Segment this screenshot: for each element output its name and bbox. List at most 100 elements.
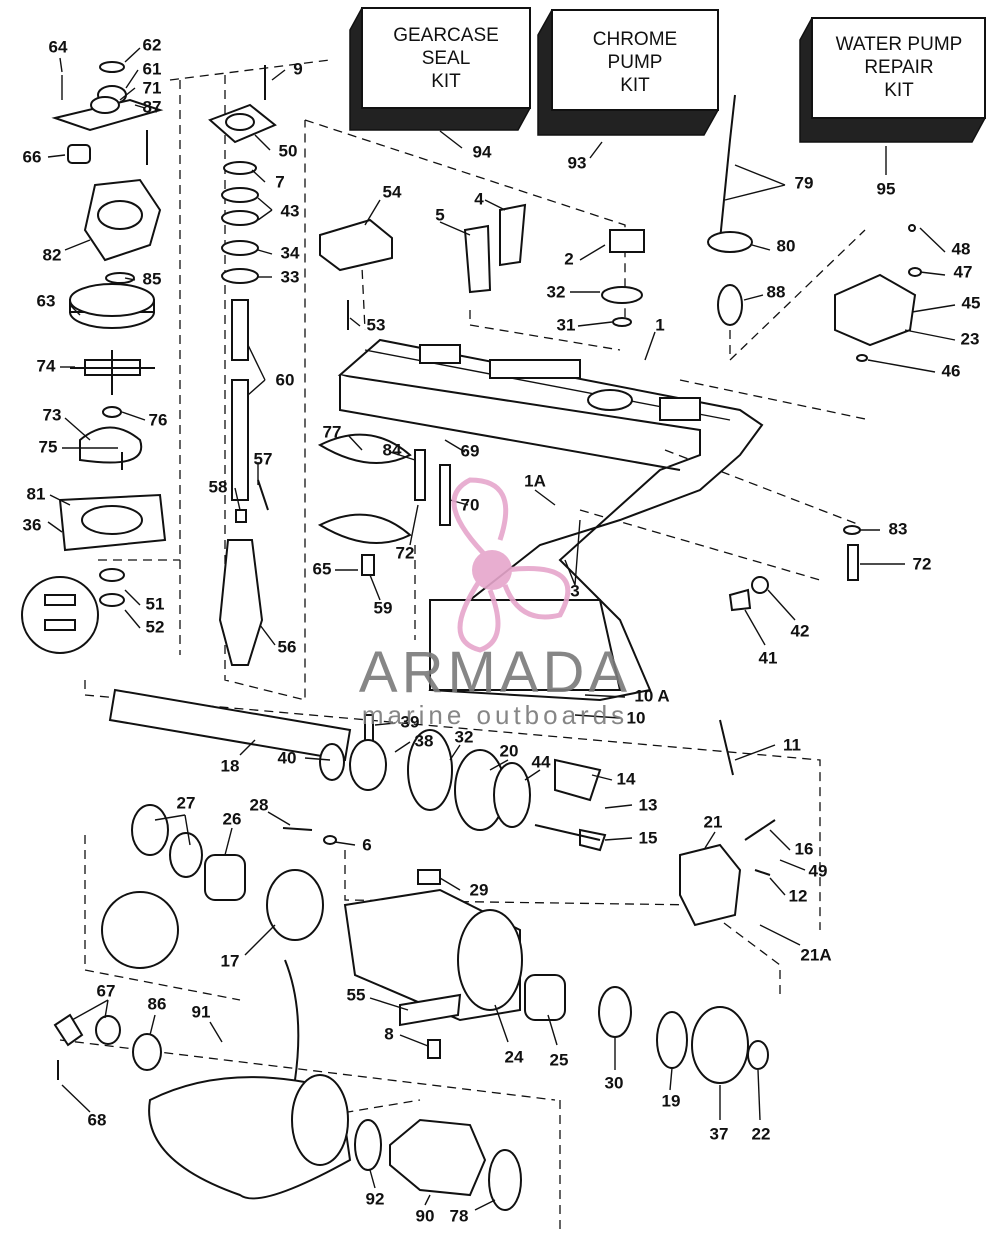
callout-26: 26 [223, 809, 242, 828]
water-pump-parts [21, 61, 167, 654]
callout-65: 65 [313, 559, 332, 578]
callout-62: 62 [143, 35, 162, 54]
callout-82: 82 [43, 245, 62, 264]
callout-66: 66 [23, 147, 42, 166]
kit-line: PUMP [608, 52, 663, 73]
callout-78: 78 [450, 1206, 469, 1225]
callout-90: 90 [416, 1206, 435, 1225]
kit-line: REPAIR [864, 57, 933, 78]
callout-1: 1 [655, 315, 664, 334]
callout-51: 51 [146, 594, 165, 613]
callout-49: 49 [809, 861, 828, 880]
callout-87: 87 [143, 97, 162, 116]
callout-72-right: 72 [913, 554, 932, 573]
callout-46: 46 [942, 361, 961, 380]
callout-13: 13 [639, 795, 658, 814]
callout-41: 41 [759, 648, 778, 667]
callout-27: 27 [177, 793, 196, 812]
callout-39: 39 [401, 712, 420, 731]
callout-76: 76 [149, 410, 168, 429]
callout-73: 73 [43, 405, 62, 424]
callout-57: 57 [254, 449, 273, 468]
gearcase-seal-kit-box: GEARCASE SEAL KIT 94 [349, 7, 531, 161]
water-pump-repair-kit-box: WATER PUMP REPAIR KIT 95 [799, 17, 986, 198]
callout-14: 14 [617, 769, 636, 788]
callout-12: 12 [789, 886, 808, 905]
callout-43: 43 [281, 201, 300, 220]
callout-80: 80 [777, 236, 796, 255]
callout-81: 81 [27, 484, 46, 503]
callout-23: 23 [961, 329, 980, 348]
callout-77: 77 [323, 422, 342, 441]
callout-56: 56 [278, 637, 297, 656]
callout-32: 32 [547, 282, 566, 301]
callout-67: 67 [97, 981, 116, 1000]
callout-30: 30 [605, 1073, 624, 1092]
callout-50: 50 [279, 141, 298, 160]
kit-line: WATER PUMP [836, 34, 963, 55]
callout-48: 48 [952, 239, 971, 258]
callout-37: 37 [710, 1124, 729, 1143]
callout-7: 7 [275, 172, 284, 191]
callout-44: 44 [532, 752, 551, 771]
callout-45: 45 [962, 293, 981, 312]
callout-5: 5 [435, 205, 444, 224]
callout-3: 3 [570, 581, 579, 600]
kit-number: 93 [568, 153, 587, 172]
callout-8: 8 [384, 1024, 393, 1043]
kit-line: SEAL [422, 48, 471, 69]
callout-59: 59 [374, 598, 393, 617]
callout-60: 60 [276, 370, 295, 389]
callout-9: 9 [293, 59, 302, 78]
callout-10: 10 [627, 708, 646, 727]
kit-line: KIT [620, 75, 650, 96]
callout-58: 58 [209, 477, 228, 496]
propeller-logo-icon [451, 477, 571, 653]
callout-53: 53 [367, 315, 386, 334]
callout-18: 18 [221, 756, 240, 775]
callout-61: 61 [143, 59, 162, 78]
callout-79: 79 [795, 173, 814, 192]
callout-91: 91 [192, 1002, 211, 1021]
callout-84: 84 [383, 440, 402, 459]
callout-36: 36 [23, 515, 42, 534]
callout-15: 15 [639, 828, 658, 847]
callout-63: 63 [37, 291, 56, 310]
callout-17: 17 [221, 951, 240, 970]
kit-line: CHROME [593, 29, 677, 50]
callout-92: 92 [366, 1189, 385, 1208]
callout-4: 4 [474, 189, 484, 208]
lower-drive-parts [53, 688, 776, 1211]
callout-88: 88 [767, 282, 786, 301]
callout-71: 71 [143, 78, 162, 97]
callout-55: 55 [347, 985, 366, 1004]
callout-24: 24 [505, 1047, 524, 1066]
callout-69: 69 [461, 441, 480, 460]
callout-47: 47 [954, 262, 973, 281]
callout-72: 72 [396, 543, 415, 562]
callout-19: 19 [662, 1091, 681, 1110]
callout-16: 16 [795, 839, 814, 858]
callout-32-lower: 32 [455, 727, 474, 746]
callout-68: 68 [88, 1110, 107, 1129]
chrome-pump-kit-box: CHROME PUMP KIT 93 [537, 9, 719, 172]
callout-64: 64 [49, 37, 68, 56]
callout-28: 28 [250, 795, 269, 814]
callout-85: 85 [143, 269, 162, 288]
callout-40: 40 [278, 748, 297, 767]
callout-83: 83 [889, 519, 908, 538]
watermark-brand: ARMADA [359, 640, 631, 705]
callout-34: 34 [281, 243, 300, 262]
callout-74: 74 [37, 356, 56, 375]
armada-watermark: ARMADA marine outboards [359, 477, 631, 730]
kit-line: KIT [431, 71, 461, 92]
misc-parts [317, 94, 922, 612]
callout-21a: 21A [800, 945, 831, 964]
callout-29: 29 [470, 880, 489, 899]
gearcase-housing [337, 338, 764, 702]
callout-25: 25 [550, 1050, 569, 1069]
callout-70: 70 [461, 495, 480, 514]
leader-lines [47, 47, 956, 1211]
kit-line: GEARCASE [393, 25, 499, 46]
